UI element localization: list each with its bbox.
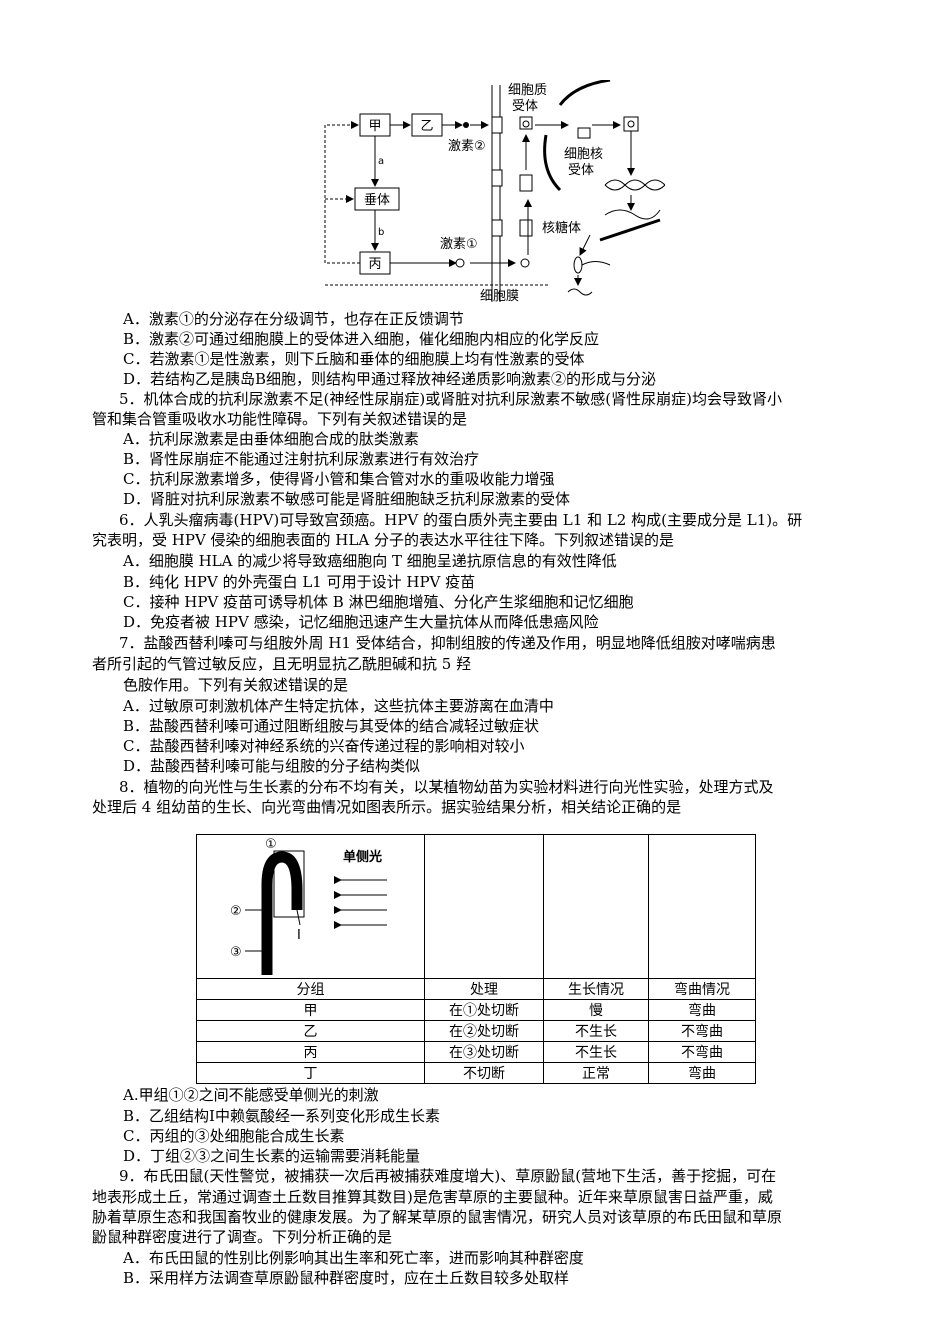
q4-option-a: A．激素①的分泌存在分级调节，也存在正反馈调节 — [123, 310, 464, 328]
membrane-label: 细胞膜 — [480, 289, 519, 304]
table-row: 甲 在①处切断 慢 弯曲 — [196, 999, 756, 1021]
q5-option-d: D．肾脏对抗利尿激素不敏感可能是肾脏细胞缺乏抗利尿激素的受体 — [123, 490, 571, 508]
box-yi-label: 乙 — [420, 119, 433, 134]
q9-stem-line1: 9．布氏田鼠(天性警觉，被捕获一次后再被捕获难度增大)、草原鼢鼠(营地下生活，善… — [119, 1167, 777, 1185]
q6-stem-line1: 6．人乳头瘤病毒(HPV)可导致宫颈癌。HPV 的蛋白质外壳主要由 L1 和 L… — [119, 511, 803, 529]
table-cell: 乙 — [196, 1020, 425, 1042]
q7-stem-line1: 7．盐酸西替利嗪可与组胺外周 H1 受体结合，抑制组胺的传递及作用，明显地降低组… — [119, 634, 776, 652]
table-cell: 丙 — [196, 1041, 425, 1063]
q7-option-b: B．盐酸西替利嗪可通过阻断组胺与其受体的结合减轻过敏症状 — [123, 717, 540, 735]
marker-2: ② — [230, 904, 242, 919]
q5-stem-line1: 5．机体合成的抗利尿激素不足(神经性尿崩症)或肾脏对抗利尿激素不敏感(肾性尿崩症… — [119, 390, 782, 408]
q6-option-c: C．接种 HPV 疫苗可诱导机体 B 淋巴细胞增殖、分化产生浆细胞和记忆细胞 — [123, 593, 634, 611]
ribosome-label: 核糖体 — [542, 220, 581, 236]
q8-stem-line1: 8．植物的向光性与生长素的分布不均有关，以某植物幼苗为实验材料进行向光性实验，处… — [119, 778, 774, 796]
seedling-figure-cell: ① ② ③ I 单侧光 — [196, 834, 425, 979]
q7-stem-line3: 色胺作用。下列有关叙述错误的是 — [123, 676, 349, 694]
table-header: 生长情况 — [543, 978, 649, 1000]
q5-stem-line2: 管和集合管重吸收水功能性障碍。下列有关叙述错误的是 — [92, 410, 468, 428]
nucleus-receptor-label-2: 受体 — [568, 163, 594, 178]
q8-option-d: D．丁组②③之间生长素的运输需要消耗能量 — [123, 1147, 421, 1165]
table-cell: 在③处切断 — [424, 1041, 544, 1063]
cyto-receptor-label-2: 受体 — [512, 99, 538, 114]
table-header-row: 分组 处理 生长情况 弯曲情况 — [196, 978, 756, 1000]
q7-option-d: D．盐酸西替利嗪可能与组胺的分子结构类似 — [123, 757, 421, 775]
table-cell: 不切断 — [424, 1062, 544, 1084]
box-chuiti-label: 垂体 — [364, 193, 390, 208]
nucleus-receptor-label-1: 细胞核 — [564, 147, 603, 162]
q5-option-c: C．抗利尿激素增多，使得肾小管和集合管对水的重吸收能力增强 — [123, 470, 555, 488]
table-cell: 在①处切断 — [424, 999, 544, 1021]
table-header: 处理 — [424, 978, 544, 1000]
q8-option-a: A.甲组①②之间不能感受单侧光的刺激 — [123, 1086, 379, 1104]
table-row: 乙 在②处切断 不生长 不弯曲 — [196, 1020, 756, 1042]
box-bing-label: 丙 — [368, 257, 381, 272]
q4-option-c: C．若激素①是性激素，则下丘脑和垂体的细胞膜上均有性激素的受体 — [123, 350, 585, 368]
label-a: a — [378, 156, 384, 167]
q9-stem-line3: 胁着草原生态和我国畜牧业的健康发展。为了解某草原的鼠害情况，研究人员对该草原的布… — [92, 1208, 783, 1226]
q8-option-b: B．乙组结构Ⅰ中赖氨酸经一系列变化形成生长素 — [123, 1107, 440, 1125]
table-cell: 正常 — [543, 1062, 649, 1084]
table-cell: 在②处切断 — [424, 1020, 544, 1042]
q4-option-d: D．若结构乙是胰岛B细胞，则结构甲通过释放神经递质影响激素②的形成与分泌 — [123, 370, 657, 388]
hormone-regulation-diagram: 甲 乙 垂体 丙 a b 激素② 激素① 细胞膜 细胞质 受体 细胞核 受体 — [324, 80, 665, 304]
hormone1-label: 激素① — [440, 237, 478, 252]
table-header: 分组 — [196, 978, 425, 1000]
q4-option-b: B．激素②可通过细胞膜上的受体进入细胞，催化细胞内相应的化学反应 — [123, 330, 600, 348]
q6-option-b: B．纯化 HPV 的外壳蛋白 L1 可用于设计 HPV 疫苗 — [123, 573, 476, 591]
q9-option-b: B．采用样方法调查草原鼢鼠种群密度时，应在土丘数目较多处取样 — [123, 1269, 570, 1287]
table-cell: 甲 — [196, 999, 425, 1021]
q9-stem-line2: 地表形成土丘，常通过调查土丘数目推算其数目)是危害草原的主要鼠种。近年来草原鼠害… — [92, 1188, 773, 1206]
marker-3: ③ — [230, 945, 242, 960]
table-cell: 慢 — [543, 999, 649, 1021]
q6-option-d: D．免疫者被 HPV 感染，记忆细胞迅速产生大量抗体从而降低患癌风险 — [123, 613, 599, 631]
q7-option-c: C．盐酸西替利嗪对神经系统的兴奋传递过程的影响相对较小 — [123, 737, 525, 755]
unilateral-light-label: 单侧光 — [343, 849, 382, 865]
q5-option-b: B．肾性尿崩症不能通过注射抗利尿激素进行有效治疗 — [123, 450, 480, 468]
q8-experiment-table: ① ② ③ I 单侧光 分组 处理 生长情况 弯曲情况 甲 在①处切断 慢 — [196, 834, 756, 1084]
q7-option-a: A．过敏原可刺激机体产生特定抗体，这些抗体主要游离在血清中 — [123, 697, 554, 715]
marker-I: I — [297, 928, 301, 943]
q9-stem-line4: 鼢鼠种群密度进行了调查。下列分析正确的是 — [92, 1228, 393, 1246]
box-jia-label: 甲 — [368, 119, 381, 134]
q9-option-a: A．布氏田鼠的性别比例影响其出生率和死亡率，进而影响其种群密度 — [123, 1249, 584, 1267]
q8-stem-line2: 处理后 4 组幼苗的生长、向光弯曲情况如图表所示。据实验结果分析，相关结论正确的… — [92, 798, 682, 816]
table-row: 丙 在③处切断 不生长 不弯曲 — [196, 1041, 756, 1063]
box-chuiti — [354, 187, 400, 211]
q6-option-a: A．细胞膜 HLA 的减少将导致癌细胞向 T 细胞呈递抗原信息的有效性降低 — [123, 552, 617, 570]
q7-stem-line2: 者所引起的气管过敏反应，且无明显抗乙酰胆碱和抗 5 羟 — [92, 655, 472, 673]
table-cell: 丁 — [196, 1062, 425, 1084]
table-cell: 不生长 — [543, 1020, 649, 1042]
table-cell: 不弯曲 — [648, 1041, 756, 1063]
label-b: b — [378, 227, 384, 238]
seedling-diagram: ① ② ③ I 单侧光 — [230, 837, 387, 975]
q8-option-c: C．丙组的③处细胞能合成生长素 — [123, 1127, 345, 1145]
cyto-receptor-label-1: 细胞质 — [508, 83, 547, 98]
table-cell: 弯曲 — [648, 1062, 756, 1084]
table-cell: 弯曲 — [648, 999, 756, 1021]
marker-1: ① — [265, 837, 277, 852]
hormone2-label: 激素② — [448, 139, 486, 154]
q5-option-a: A．抗利尿激素是由垂体细胞合成的肽类激素 — [123, 430, 419, 448]
table-cell: 不生长 — [543, 1041, 649, 1063]
table-header: 弯曲情况 — [648, 978, 756, 1000]
table-cell: 不弯曲 — [648, 1020, 756, 1042]
q6-stem-line2: 究表明，受 HPV 侵染的细胞表面的 HLA 分子的表达水平往往下降。下列叙述错… — [92, 531, 674, 549]
table-row: 丁 不切断 正常 弯曲 — [196, 1062, 756, 1084]
